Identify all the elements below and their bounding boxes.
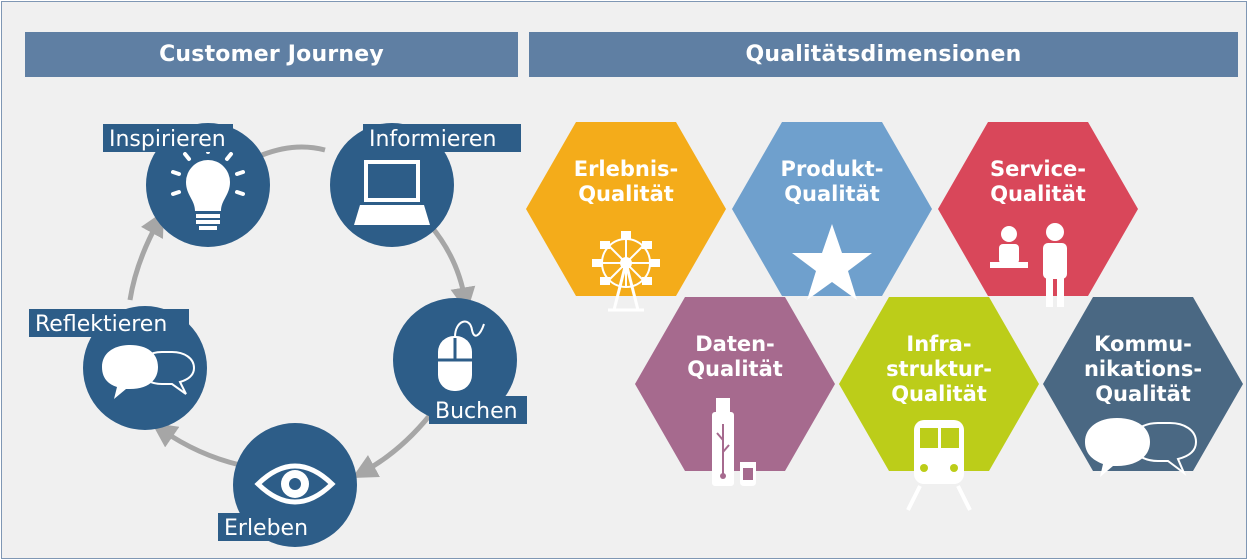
laptop-icon (354, 160, 430, 225)
hexagon-title-line1: Erlebnis- (574, 157, 679, 181)
arrow-erleben-reflektieren (151, 422, 241, 468)
hexagon-shape (526, 122, 726, 296)
stage-label: Informieren (369, 127, 496, 152)
hexagon-shape (635, 297, 835, 471)
hexagon-erlebnis: Erlebnis- Qualität (526, 122, 726, 312)
hexagon-title-line1: Produkt- (781, 157, 884, 181)
arrow-informieren-buchen (428, 223, 476, 313)
hexagon-title-line1: Kommu- (1094, 332, 1192, 356)
stage-label-box (363, 124, 521, 152)
journey-cycle-arrows (127, 144, 476, 478)
hexagon-shape (938, 122, 1138, 296)
lightbulb-icon (171, 144, 245, 230)
stage-label: Buchen (435, 399, 518, 424)
hexagon-title-line2: Qualität (687, 357, 783, 381)
speech-bubbles-icon (102, 345, 196, 399)
eye-icon (254, 463, 336, 505)
hexagon-title-line1: Infra- (906, 332, 971, 356)
hexagon-kommunikation: Kommu- nikations- Qualität (1043, 297, 1243, 477)
hexagon-title-line1: Daten- (695, 332, 775, 356)
arrow-reflektieren-inspirieren (127, 211, 165, 301)
speech-bubbles-icon (1085, 418, 1198, 477)
stage-erleben: Erleben (218, 423, 357, 547)
quality-dimensions-header: Qualitätsdimensionen (529, 32, 1238, 77)
stage-label-box (29, 309, 189, 337)
hexagon-title-line2: Qualität (990, 182, 1086, 206)
hexagon-daten: Daten- Qualität (635, 297, 835, 486)
hexagon-title-line2: Qualität (578, 182, 674, 206)
train-icon (906, 420, 972, 511)
stage-label-box (218, 513, 316, 541)
stage-label-box (103, 124, 233, 152)
hexagon-infrastruktur: Infra- struktur- Qualität (839, 297, 1039, 511)
usb-stick-icon (712, 398, 756, 486)
hexagon-shape (839, 297, 1039, 471)
arrow-buchen-erleben (352, 413, 432, 478)
stage-label: Inspirieren (109, 127, 226, 152)
hexagon-title-line1: Service- (990, 157, 1086, 181)
hexagon-shape (732, 122, 932, 296)
customer-journey-header: Customer Journey (25, 32, 518, 77)
ferris-wheel-icon (592, 231, 660, 312)
stage-buchen: Buchen (393, 298, 527, 424)
stage-label-box (429, 396, 527, 424)
hexagon-title-line3: Qualität (1095, 382, 1191, 406)
hexagon-title-line2: nikations- (1084, 357, 1202, 381)
stage-reflektieren: Reflektieren (29, 306, 207, 430)
stage-informieren: Informieren (330, 123, 521, 247)
stage-inspirieren: Inspirieren (103, 123, 270, 247)
arrow-inspirieren-informieren (261, 144, 326, 158)
hexagon-produkt: Produkt- Qualität (732, 122, 932, 300)
stage-label: Reflektieren (35, 312, 167, 337)
hexagon-title-line3: Qualität (891, 382, 987, 406)
star-icon (792, 224, 872, 300)
stage-label: Erleben (224, 516, 308, 541)
hexagon-service: Service- Qualität (938, 122, 1138, 307)
hexagon-title-line2: struktur- (886, 357, 992, 381)
service-desk-icon (990, 223, 1067, 307)
mouse-icon (438, 320, 485, 391)
hexagon-title-line2: Qualität (784, 182, 880, 206)
